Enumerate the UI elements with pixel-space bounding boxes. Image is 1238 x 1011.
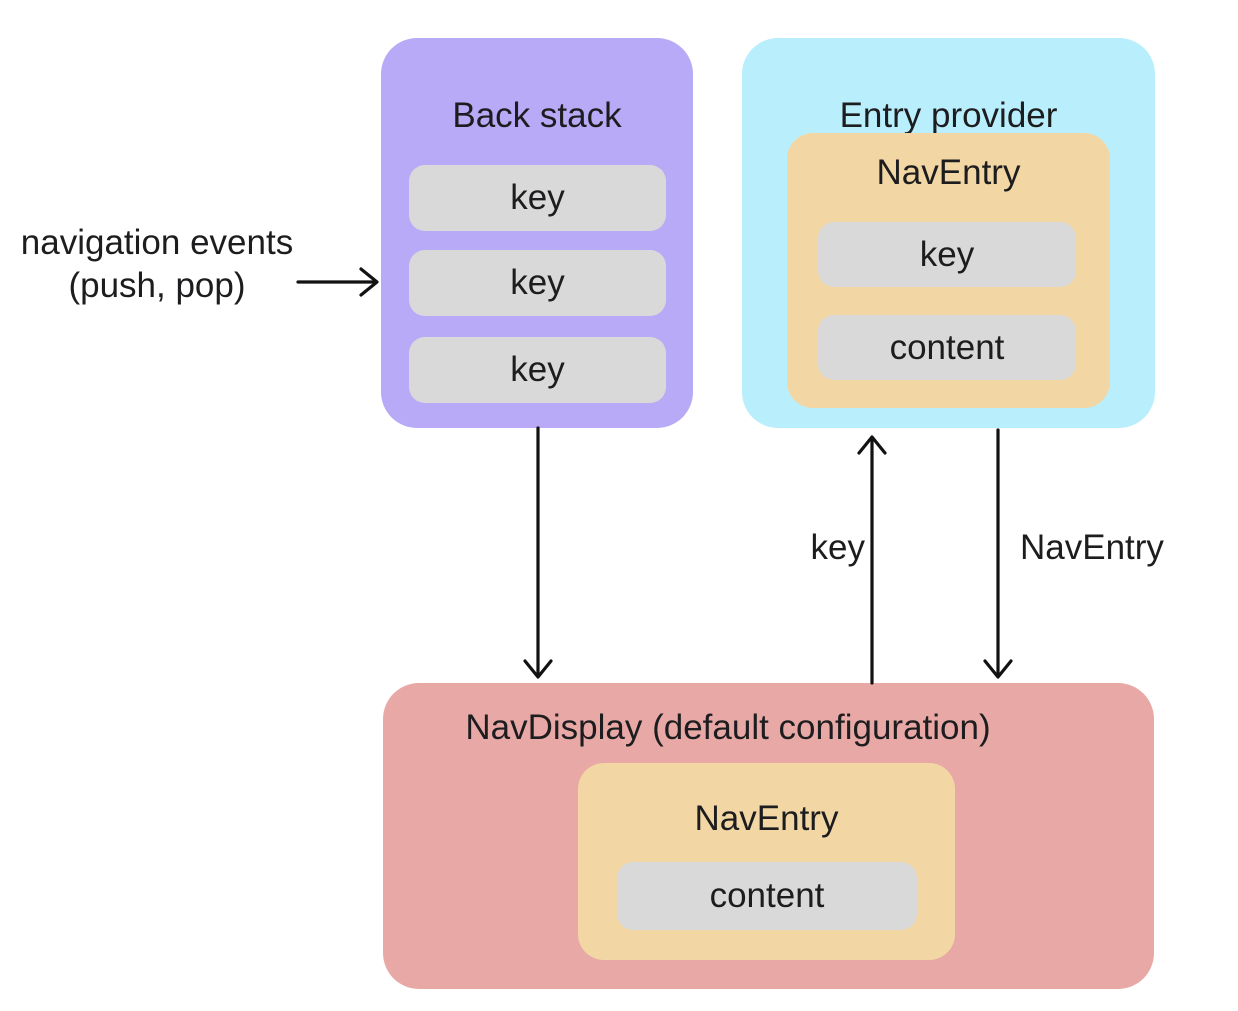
entry-provider-nav-entry-title: NavEntry: [876, 153, 1021, 192]
nav-display-content-pill: content: [617, 862, 917, 930]
back-stack-box: Back stack key key key: [381, 38, 693, 428]
entry-provider-title: Entry provider: [839, 96, 1058, 135]
entry-provider-key-pill: key: [818, 222, 1076, 287]
nav-entry-arrow: [983, 428, 1013, 679]
navigation-events-line1: navigation events: [20, 223, 294, 262]
nav-display-title: NavDisplay (default configuration): [465, 708, 991, 747]
nav-display-box: NavDisplay (default configuration) NavEn…: [383, 683, 1154, 989]
entry-provider-box: Entry provider NavEntry key content: [742, 38, 1155, 428]
back-stack-key-pill: key: [409, 250, 666, 316]
back-stack-to-nav-display-arrow: [523, 426, 553, 679]
back-stack-key-pill: key: [409, 337, 666, 403]
entry-provider-nav-entry-box: NavEntry key content: [787, 133, 1110, 408]
navigation-events-label: navigation events (push, pop): [3, 221, 311, 307]
key-arrow-label: key: [810, 528, 865, 567]
back-stack-title: Back stack: [452, 96, 622, 135]
navigation-events-line2: (push, pop): [68, 266, 246, 305]
nav-entry-arrow-label: NavEntry: [1020, 528, 1164, 567]
nav-display-nav-entry-box: NavEntry content: [578, 763, 955, 960]
entry-provider-content-pill: content: [818, 315, 1076, 380]
nav-display-nav-entry-title: NavEntry: [694, 799, 839, 838]
back-stack-key-pill: key: [409, 165, 666, 231]
